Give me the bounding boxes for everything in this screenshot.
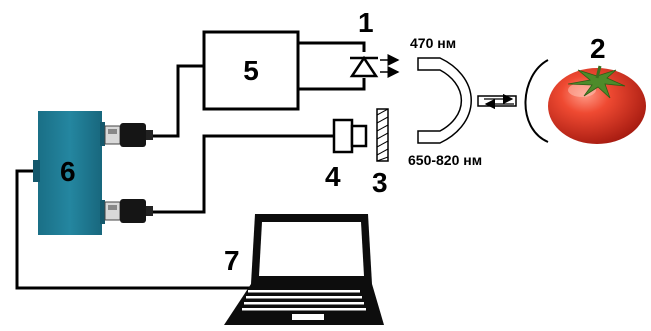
fiber-probe-icon bbox=[418, 58, 516, 143]
probe-cup bbox=[525, 60, 548, 142]
led-diode-icon bbox=[350, 58, 378, 76]
label-6: 6 bbox=[60, 156, 76, 187]
label-5: 5 bbox=[243, 55, 259, 86]
cable-usb-to-block5 bbox=[152, 66, 204, 136]
tomato-icon bbox=[548, 66, 646, 144]
label-3: 3 bbox=[372, 167, 388, 198]
laptop-icon bbox=[224, 214, 384, 325]
photodetector-icon bbox=[334, 120, 366, 152]
cable-usb-to-detector bbox=[152, 136, 334, 212]
label-1: 1 bbox=[358, 7, 374, 38]
label-7: 7 bbox=[224, 245, 240, 276]
label-4: 4 bbox=[325, 161, 341, 192]
label-2: 2 bbox=[590, 33, 606, 64]
wavelength-nir: 650-820 нм bbox=[408, 152, 482, 168]
usb-plug-icon bbox=[105, 199, 153, 223]
wire-block5-to-led-bottom bbox=[298, 78, 364, 89]
wavelength-blue: 470 нм bbox=[410, 35, 456, 51]
usb-plug-icon bbox=[105, 123, 153, 147]
wire-block5-to-led-top bbox=[298, 43, 364, 52]
optical-filter bbox=[377, 109, 388, 161]
led-emission-arrows bbox=[380, 60, 398, 72]
